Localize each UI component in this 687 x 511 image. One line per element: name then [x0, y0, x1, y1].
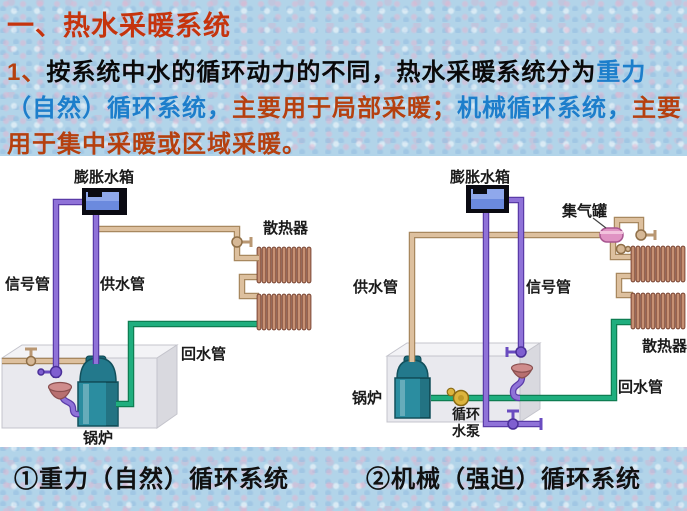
boiler-icon — [77, 355, 119, 427]
label-expansion-tank: 膨胀水箱 — [74, 168, 134, 186]
fill-valve-icon — [25, 347, 37, 367]
label-pump-line2: 水泵 — [452, 423, 480, 440]
caption-gravity-system: ①重力（自然）循环系统 — [14, 467, 289, 493]
expansion-tank-icon — [466, 185, 509, 213]
paragraph-number: 1、 — [7, 59, 47, 86]
paragraph-black-text: 按系统中水的循环动力的不同，热水采暖系统分为 — [46, 59, 597, 86]
label-pump-line1: 循环 — [452, 406, 480, 423]
mechanical-circulation-diagram: 膨胀水箱 集气罐 供水管 信号管 散热器 回水管 锅炉 循环 水泵 — [352, 168, 687, 440]
radiator-icon — [615, 248, 683, 327]
caption-mechanical-system: ②机械（强迫）循环系统 — [366, 467, 641, 493]
slide-title: 一、热水采暖系统 — [7, 11, 231, 41]
signal-valve-icon — [37, 365, 63, 379]
intro-paragraph: 1、按系统中水的循环动力的不同，热水采暖系统分为重力（自然）循环系统，主要用于局… — [7, 55, 683, 163]
label-return-pipe: 回水管 — [618, 378, 663, 396]
paragraph-blue-text-1: 重力（自然）循环系统， — [7, 59, 647, 122]
label-expansion-tank: 膨胀水箱 — [450, 168, 510, 186]
label-signal-pipe: 信号管 — [5, 275, 50, 293]
drain-valve-icon — [507, 409, 519, 430]
circulation-pump-icon — [446, 387, 470, 407]
diagram-panel: 膨胀水箱 散热器 信号管 供水管 回水管 锅炉 — [0, 156, 687, 447]
label-boiler: 锅炉 — [352, 389, 382, 407]
label-boiler: 锅炉 — [83, 429, 113, 447]
expansion-tank-icon — [82, 188, 127, 215]
boiler-icon — [394, 355, 431, 419]
sink-icon — [509, 363, 534, 402]
paragraph-red-text-2: 主要用于集中采暖或区域采暖。 — [7, 95, 682, 158]
paragraph-red-text-1: 主要用于局部采暖； — [232, 95, 457, 122]
radiator-icon — [238, 249, 309, 328]
sink-valve-icon — [505, 346, 527, 358]
radiator-valve-icon — [231, 236, 253, 248]
label-supply-pipe: 供水管 — [352, 278, 398, 296]
funnel-icon — [47, 381, 80, 418]
label-signal-pipe: 信号管 — [526, 278, 571, 296]
return-pipe — [431, 318, 633, 402]
return-pipe — [116, 320, 258, 408]
label-radiator: 散热器 — [263, 219, 309, 237]
label-return-pipe: 回水管 — [181, 345, 226, 363]
label-radiator: 散热器 — [642, 337, 687, 355]
signal-pipe — [52, 198, 84, 378]
air-collector-valve-icon — [615, 229, 657, 255]
paragraph-blue-text-2: 机械循环系统， — [457, 95, 632, 122]
label-supply-pipe: 供水管 — [99, 275, 145, 293]
label-air-collector: 集气罐 — [561, 202, 607, 220]
gravity-circulation-diagram: 膨胀水箱 散热器 信号管 供水管 回水管 锅炉 — [0, 168, 345, 447]
air-collector-icon — [592, 217, 624, 243]
